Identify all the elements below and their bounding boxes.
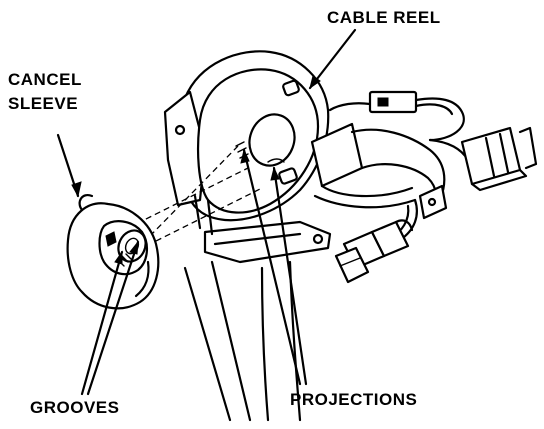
cable-reel xyxy=(163,50,330,236)
wiring-harness xyxy=(350,128,448,242)
alignment-dashed-lines xyxy=(127,145,263,251)
lower-plug-connector xyxy=(334,219,414,284)
right-connector xyxy=(428,126,538,192)
projections-label: PROJECTIONS xyxy=(290,390,418,409)
cancel-sleeve-label-line1: CANCEL xyxy=(8,70,82,89)
steering-column-lines xyxy=(183,260,302,422)
grooves-label: GROOVES xyxy=(30,398,120,417)
cancel-sleeve xyxy=(66,194,160,310)
column-bracket xyxy=(203,220,332,264)
cable-reel-label: CABLE REEL xyxy=(327,8,441,27)
cancel-sleeve-label-line2: SLEEVE xyxy=(8,94,79,113)
callout-lines xyxy=(56,28,357,396)
upper-connector xyxy=(328,90,465,142)
